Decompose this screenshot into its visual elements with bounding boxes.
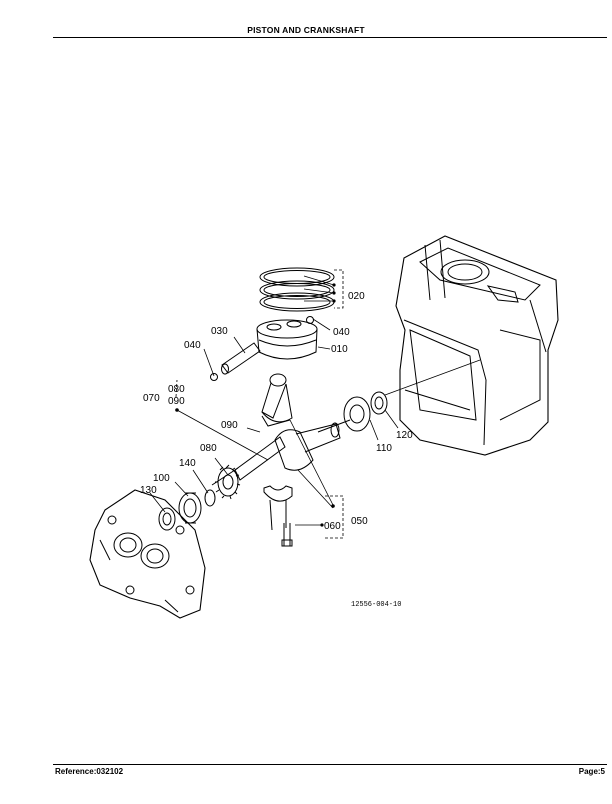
callout-040-left: 040 [184,340,201,351]
callout-120: 120 [396,430,413,441]
callout-040-right: 040 [333,327,350,338]
rear-oil-seal [370,391,388,415]
reference-number: Reference:032102 [55,767,124,776]
callout-080: 080 [200,443,217,454]
page-number: Page:5 [578,767,605,776]
rear-bearing [343,396,371,432]
crankcase-cover [89,489,206,619]
header-rule [53,37,607,38]
callout-100: 100 [153,473,170,484]
connecting-rod [261,373,293,427]
cap-bolt [281,523,293,547]
front-bearing [178,492,202,524]
circlip-lower [210,373,218,381]
crank-gear [215,464,241,500]
front-oil-seal [158,507,176,531]
callout-090-top: 090 [168,396,185,407]
callout-130: 130 [140,485,157,496]
callout-090: 090 [221,420,238,431]
callout-110: 110 [376,443,392,454]
circlip-upper [306,316,314,324]
leader-dots [175,283,336,527]
page-title: PISTON AND CRANKSHAFT [247,25,365,35]
callout-060: 060 [324,521,341,532]
callout-030: 030 [211,326,228,337]
shim-washer [204,489,216,507]
diagram-code: 12556-004-10 [351,601,401,609]
footer-rule [53,764,607,765]
callout-010: 010 [331,344,348,355]
callout-070: 070 [143,393,160,404]
piston-pin [221,342,261,375]
callout-050: 050 [351,516,368,527]
callout-080-top: 080 [168,384,185,395]
piston-rings [259,267,335,312]
piston [256,319,318,360]
rod-cap [263,485,293,531]
leader-lines [149,269,481,539]
callout-140: 140 [179,458,196,469]
engine-block [395,235,559,456]
callout-020: 020 [348,291,365,302]
